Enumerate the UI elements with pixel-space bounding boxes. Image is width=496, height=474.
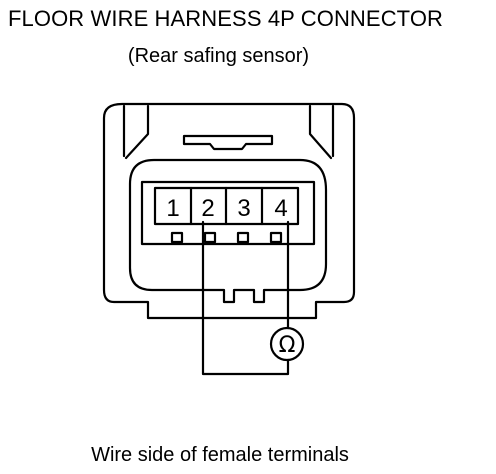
terminal-slot — [203, 231, 217, 244]
pin-label-2: 2 — [201, 195, 214, 222]
terminal-slot — [236, 231, 250, 244]
ohm-symbol: Ω — [279, 333, 296, 358]
diagram-title: FLOOR WIRE HARNESS 4P CONNECTOR — [8, 6, 444, 31]
terminal-window — [140, 180, 316, 246]
diagram-subtitle: (Rear safing sensor) — [127, 45, 310, 67]
ohmmeter-circle — [269, 326, 305, 362]
right-lock-tab — [308, 104, 335, 160]
pin-label-1: 1 — [166, 195, 179, 222]
meter-wire-pin2 — [201, 220, 290, 376]
pin-label-4: 4 — [274, 195, 287, 222]
top-latch — [182, 134, 274, 151]
inner-cavity — [128, 158, 328, 304]
terminal-slot — [269, 231, 283, 244]
left-lock-tab — [122, 104, 150, 160]
connector-housing-outline — [102, 102, 356, 320]
terminal-slot — [170, 231, 184, 244]
pin-label-3: 3 — [237, 195, 250, 222]
diagram-caption: Wire side of female terminals — [91, 444, 349, 466]
